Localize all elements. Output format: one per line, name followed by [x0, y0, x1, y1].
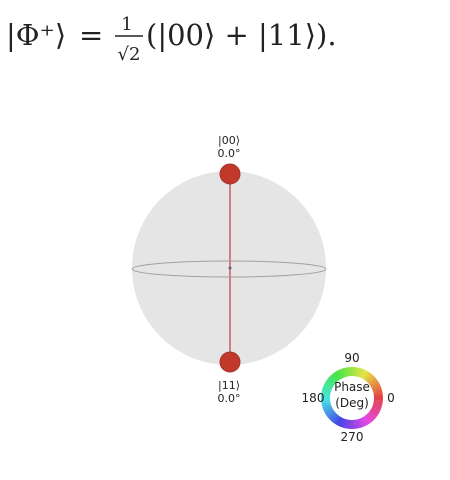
phase-ring-segment [321, 389, 331, 395]
phase-ring-segment [322, 387, 332, 393]
phase-ring-segment [331, 372, 340, 382]
phase-ring-segment [343, 419, 349, 429]
phase-ring-segment [353, 367, 358, 377]
phase-ring-segment [343, 367, 349, 377]
qsphere: |00⟩ 0.0° |11⟩ 0.0° [131, 134, 327, 405]
phase-ring-segment [341, 368, 347, 378]
phase-ring-segment [372, 387, 382, 393]
phase-ring-segment [361, 417, 368, 427]
phase-ring-segment [357, 418, 363, 428]
phase-legend-title: Phase [334, 380, 370, 394]
phase-ring-segment [373, 397, 383, 401]
phase-ring-segment [355, 419, 361, 429]
phase-ring-segment [363, 415, 370, 425]
phase-ring-segment [361, 369, 368, 379]
phase-ring-segment [338, 368, 345, 379]
phase-ring-segment [369, 380, 379, 387]
phase-ring-segment [322, 405, 333, 412]
state-ket-11: |11⟩ [218, 379, 240, 392]
phase-ring-segment [329, 374, 338, 383]
phase-tick-90: 90 [344, 351, 359, 365]
phase-ring-segment [364, 372, 372, 382]
phase-ring-segment [372, 403, 382, 409]
phase-ring-segment [325, 380, 334, 388]
phase-ring-segment [334, 371, 341, 381]
equation: |Φ⁺⟩ = 1 √2 (|00⟩ + |11⟩). [6, 14, 337, 65]
phase-ring-segment [373, 392, 383, 397]
phase-ring-segment [321, 392, 331, 397]
state-point-00 [219, 163, 241, 185]
phase-ring-segment [321, 399, 331, 404]
phase-ring-segment [332, 414, 340, 424]
state-point-11 [219, 351, 241, 373]
phase-ring-segment [326, 410, 336, 419]
phase-ring-segment [325, 409, 335, 416]
phase-color-ring [321, 367, 383, 429]
phase-ring-segment [326, 378, 336, 386]
equation-rhs: (|00⟩ + |11⟩). [146, 18, 337, 52]
phase-ring-segment [357, 368, 363, 378]
phase-ring-segment [370, 408, 379, 416]
phase-ring-segment [367, 375, 376, 384]
phase-ring-segment [328, 412, 337, 421]
state-phase-00: 0.0° [218, 147, 241, 160]
phase-ring-segment [371, 407, 381, 414]
state-ket-00: |00⟩ [218, 134, 240, 147]
phase-ring-segment [336, 417, 343, 427]
phase-ring-segment [322, 403, 332, 409]
phase-tick-270: 270 [341, 430, 364, 444]
equation-denominator: √2 [118, 44, 141, 65]
phase-ring-segment [351, 367, 355, 377]
phase-ring-segment [371, 382, 381, 389]
equation-lhs: |Φ⁺⟩ [6, 18, 66, 52]
phase-ring-segment [336, 369, 343, 379]
phase-ring-segment [371, 405, 382, 412]
phase-ring-segment [323, 382, 333, 389]
phase-ring-segment [334, 416, 342, 425]
phase-ring-segment [353, 419, 358, 429]
phase-ring-segment [338, 417, 345, 428]
phase-legend-unit: (Deg) [335, 396, 369, 410]
phase-ring-segment [366, 413, 375, 422]
phase-ring-segment [321, 401, 331, 407]
sphere-center-dot [228, 266, 232, 270]
phase-ring-segment [373, 401, 383, 407]
phase-ring-segment [371, 384, 382, 391]
phase-legend: Phase (Deg) 90 180 0 270 [302, 351, 395, 444]
phase-ring-segment [330, 413, 338, 422]
phase-ring-segment [359, 368, 366, 379]
phase-ring-segment [346, 419, 351, 429]
phase-ring-segment [322, 384, 333, 391]
phase-ring-segment [328, 376, 337, 384]
phase-ring-segment [323, 407, 333, 414]
phase-ring-segment [349, 419, 353, 429]
phase-ring-segment [367, 412, 376, 420]
phase-ring-segment [359, 417, 366, 428]
phase-ring-segment [373, 389, 383, 395]
phase-ring-segment [362, 371, 370, 380]
phase-tick-0: 0 [387, 391, 395, 405]
phase-ring-segment [368, 377, 378, 386]
phase-tick-180: 180 [302, 391, 325, 405]
phase-ring-segment [366, 374, 374, 383]
phase-ring-segment [373, 399, 383, 404]
phase-ring-segment [321, 395, 331, 399]
equation-numerator: 1 [121, 14, 132, 35]
phase-ring-segment [355, 367, 361, 377]
phase-ring-segment [364, 414, 373, 424]
state-phase-11: 0.0° [218, 392, 241, 405]
phase-ring-segment [346, 367, 351, 377]
equation-equals: = [79, 18, 103, 52]
phase-ring-segment [368, 410, 378, 418]
phase-ring-segment [341, 418, 347, 428]
